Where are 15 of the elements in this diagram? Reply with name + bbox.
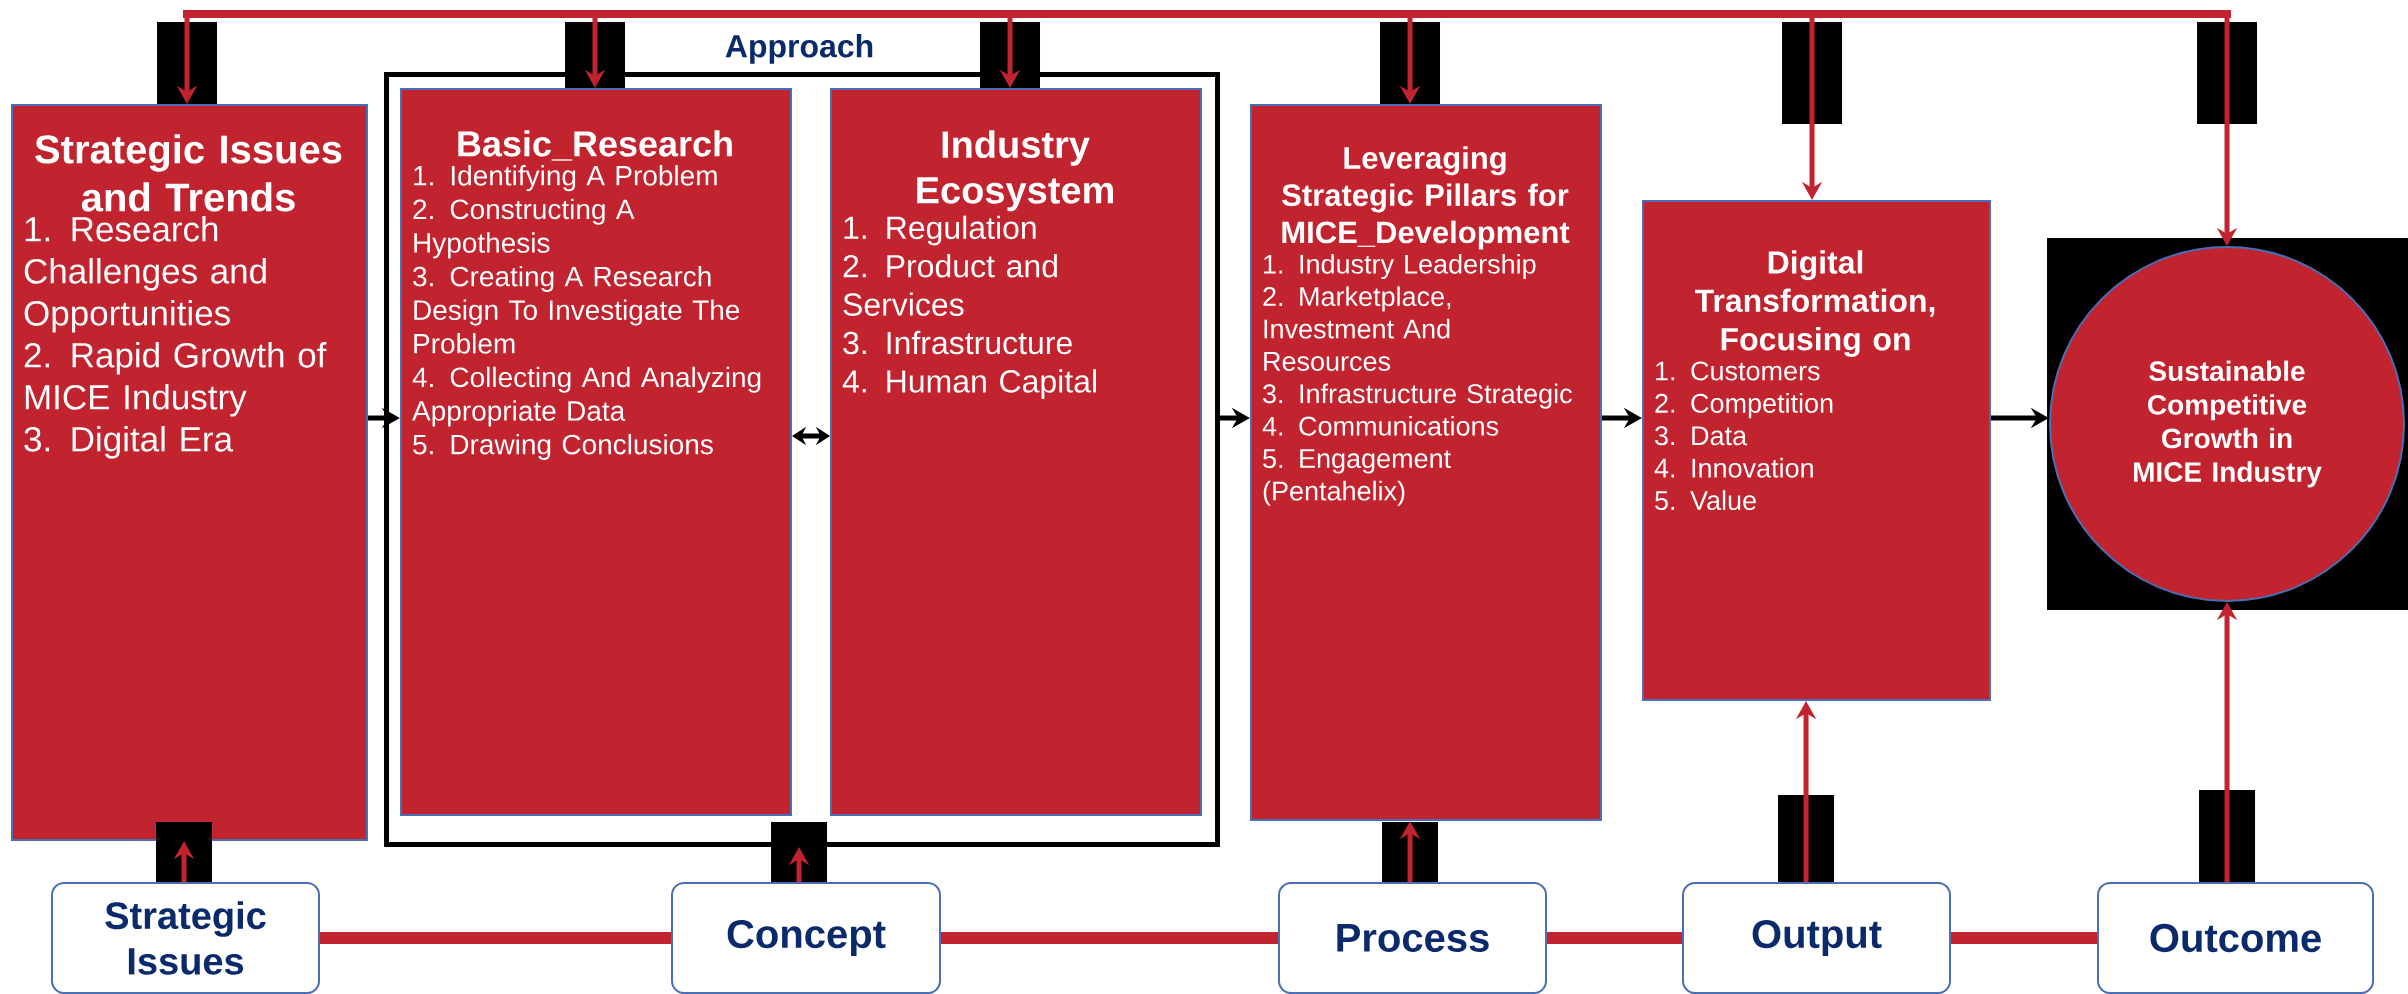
stage-box: Strategic Issues: [51, 882, 320, 994]
stage-box: Outcome: [2097, 882, 2375, 994]
connector-line: [320, 932, 671, 944]
connector-line: [1547, 932, 1682, 944]
stage-box: Concept: [671, 882, 941, 994]
process-box: Industry Ecosystem 1. Regulation 2. Product and Services 3. Infrastructure 4. Human Capital: [830, 88, 1202, 816]
connector-line: [941, 932, 1278, 944]
connector-line: [1951, 932, 2097, 944]
process-box: Basic_Research 1. Identifying A Problem 2. Constructing A Hypothesis 3. Creating A Research Design To Investigate The Problem 4. Collecting And Analyzing Appropriate Data 5. Drawing Conclusions: [400, 88, 792, 816]
stage-box: Output: [1682, 882, 1951, 994]
process-box: Leveraging Strategic Pillars for MICE_Development 1. Industry Leadership 2. Marketplace, Investment And Resources 3. Infrastructure Strategic 4. Communications 5. Engagement (Pentahelix): [1250, 104, 1602, 821]
node-label: Approach: [725, 33, 873, 64]
process-box: Strategic Issues and Trends 1. Research Challenges and Opportunities 2. Rapid Growth of MICE Industry 3. Digital Era: [11, 104, 368, 841]
process-box: Digital Transformation, Focusing on 1. Customers 2. Competition 3. Data 4. Innovation 5. Value: [1642, 200, 1991, 701]
stage-box: Process: [1278, 882, 1547, 994]
